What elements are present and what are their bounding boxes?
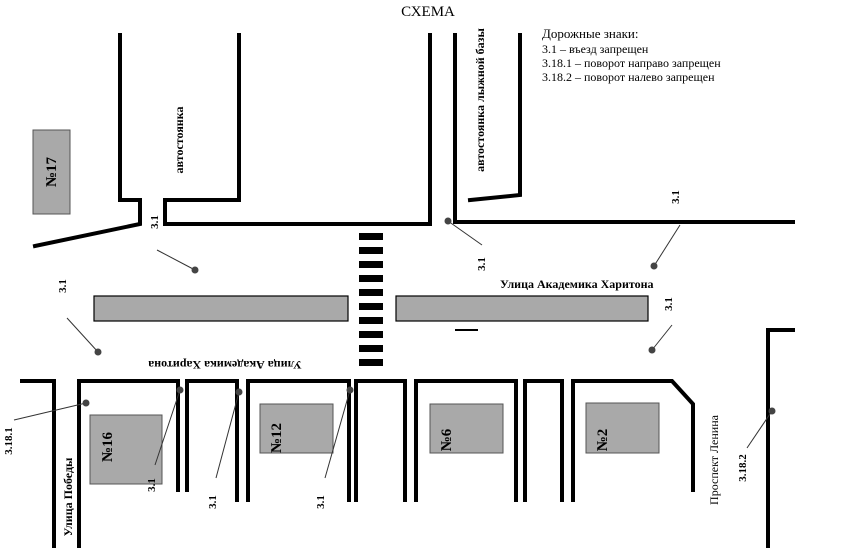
sign-3-1-northwest: 3.1 (149, 215, 199, 274)
ski-road-east-edge (467, 33, 522, 203)
sign-3-1-building12-west: 3.1 (207, 388, 243, 509)
legend-item-3-18-1: 3.18.1 – поворот направо запрещен (542, 56, 721, 70)
north-edge-left (32, 33, 142, 249)
median-east (395, 295, 649, 322)
svg-text:3.1: 3.1 (670, 190, 682, 204)
street-label-south: Улица Академика Харитона (148, 358, 302, 372)
road-signs-legend: Дорожные знаки: 3.1 – въезд запрещен 3.1… (542, 26, 721, 84)
legend-item-3-1: 3.1 – въезд запрещен (542, 42, 649, 56)
south-edge-block2 (571, 379, 695, 502)
sign-3-1-west: 3.1 (57, 279, 102, 356)
svg-text:3.1: 3.1 (663, 297, 675, 311)
legend-heading: Дорожные знаки: (542, 26, 638, 41)
svg-text:3.1: 3.1 (149, 215, 161, 229)
svg-text:3.1: 3.1 (315, 495, 327, 509)
sign-3-18-1-pobedy: 3.18.1 (3, 399, 90, 455)
street-label-pobedy: Улица Победы (61, 457, 75, 536)
parking-road-north-edge (163, 33, 432, 226)
south-edge-small (523, 379, 564, 502)
svg-text:3.18.2: 3.18.2 (737, 454, 749, 482)
svg-text:№6: №6 (439, 428, 455, 451)
svg-text:№16: №16 (100, 431, 116, 462)
building-12: №12 (259, 403, 334, 454)
legend-item-3-18-2: 3.18.2 – поворот налево запрещен (542, 70, 715, 84)
svg-text:3.18.1: 3.18.1 (3, 427, 15, 455)
building-16: №16 (89, 414, 163, 485)
south-edge-block6 (414, 379, 518, 502)
svg-text:3.1: 3.1 (476, 257, 488, 271)
lenina-east-edge (766, 328, 795, 548)
south-edge-block12 (246, 379, 351, 502)
street-label-north: Улица Академика Харитона (500, 277, 654, 291)
south-edge-block16 (77, 379, 180, 548)
scheme-title: СХЕМА (401, 4, 455, 20)
svg-text:№12: №12 (269, 423, 285, 453)
sign-3-18-2-lenina: 3.18.2 (737, 407, 776, 482)
sign-3-1-building16: 3.1 (146, 386, 184, 492)
svg-text:№2: №2 (595, 429, 611, 452)
svg-text:3.1: 3.1 (207, 495, 219, 509)
svg-text:3.1: 3.1 (146, 478, 158, 492)
sign-3-1-east: 3.1 (648, 297, 675, 354)
south-edge-center (354, 379, 407, 502)
median-west (93, 295, 349, 322)
south-edge-pobedy-west (20, 379, 56, 548)
building-2: №2 (585, 402, 660, 454)
building-17: №17 (32, 129, 71, 215)
street-label-lenina: Проспект Ленина (707, 414, 721, 505)
south-edge-block12-west (185, 379, 239, 502)
crosswalk (359, 233, 383, 366)
building-6: №6 (429, 403, 504, 454)
place-label-ski-parking: автостоянка лыжной базы (473, 28, 487, 172)
place-label-parking: автостоянка (172, 107, 186, 174)
sign-3-1-northeast: 3.1 (650, 190, 682, 270)
sign-3-1-north: 3.1 (444, 217, 488, 271)
svg-text:№17: №17 (44, 156, 60, 187)
svg-text:3.1: 3.1 (57, 279, 69, 293)
sign-3-1-building12-east: 3.1 (315, 386, 354, 509)
ski-road-north-edge (453, 33, 795, 224)
